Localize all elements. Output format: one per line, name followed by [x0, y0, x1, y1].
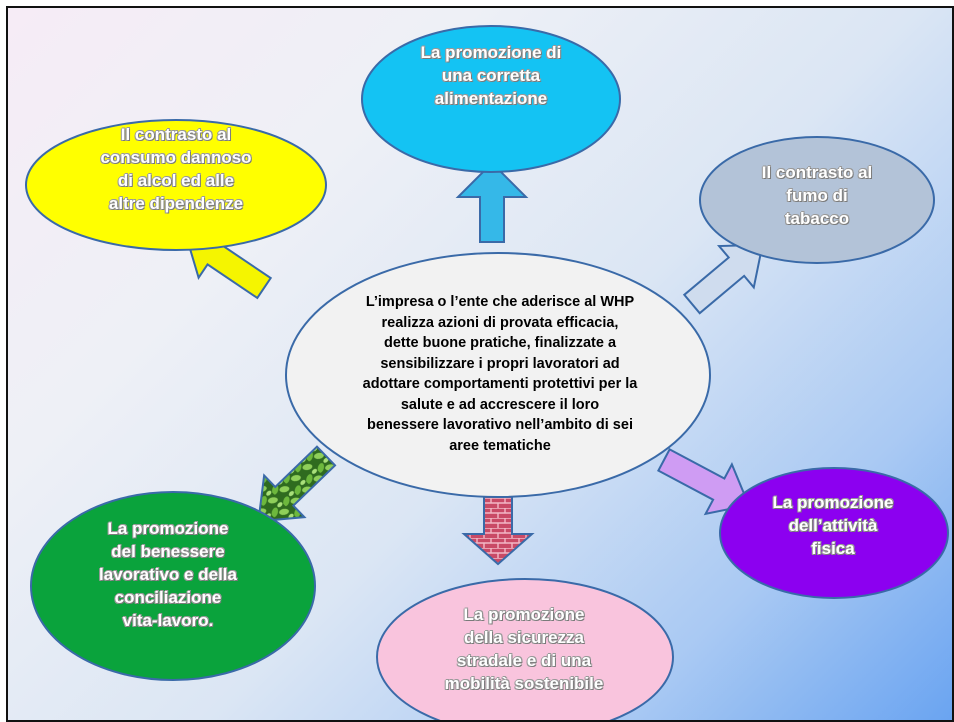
center-ellipse — [285, 252, 711, 498]
arrow-up — [455, 161, 529, 243]
arrow-down — [461, 493, 535, 566]
topic-label-attivita-fisica: La promozione dell’attività fisica — [772, 493, 894, 558]
topic-ellipse-alimentazione — [361, 25, 621, 173]
topic-ellipse-attivita-fisica — [719, 467, 949, 599]
topic-label-alimentazione: La promozione di una corretta alimentazi… — [420, 43, 562, 108]
topic-label-alcol: Il contrasto al consumo dannoso di alcol… — [100, 125, 252, 213]
arrow-lower-left — [257, 445, 337, 523]
center-description: L’impresa o l’ente che aderisce al WHP r… — [362, 294, 638, 455]
topic-label-tabacco: Il contrasto al fumo di tabacco — [761, 163, 873, 228]
topic-ellipse-alcol — [25, 119, 327, 251]
topic-ellipse-sicurezza-stradale — [376, 578, 674, 720]
slide: La promozione di una corretta alimentazi… — [6, 6, 954, 722]
diagram-canvas — [25, 25, 949, 720]
topic-ellipse-benessere — [30, 491, 316, 681]
arrow-upper-right — [682, 243, 764, 315]
topic-label-sicurezza-stradale: La promozione della sicurezza stradale e… — [444, 605, 604, 693]
topic-label-benessere: La promozione del benessere lavorativo e… — [99, 519, 237, 630]
topic-ellipse-tabacco — [699, 136, 935, 264]
